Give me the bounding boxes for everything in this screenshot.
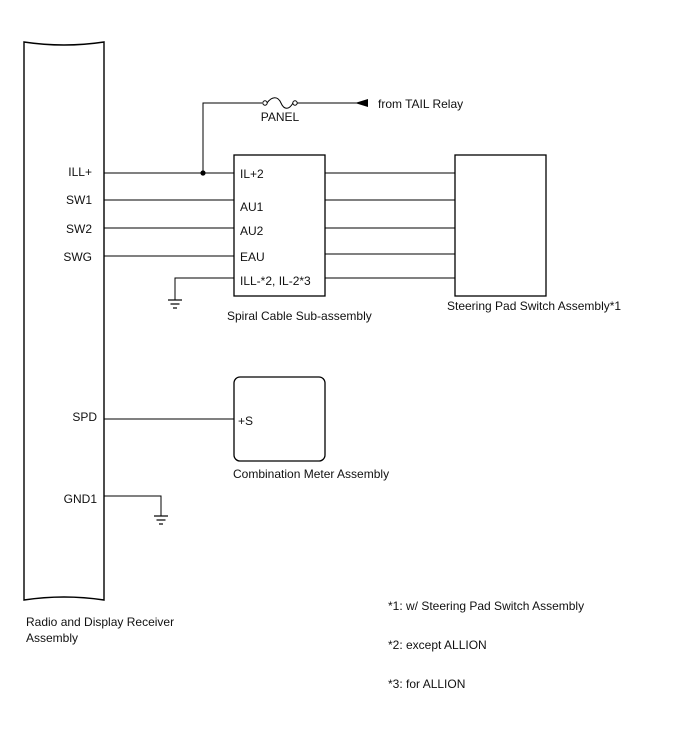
note-1: *1: w/ Steering Pad Switch Assembly: [388, 599, 584, 613]
wire-tail-feed: [202, 102, 262, 173]
pin-label-gnd1: GND1: [64, 492, 98, 506]
spiral-pin-au2: AU2: [240, 224, 264, 238]
wire-gnd1: [104, 495, 162, 516]
note-2: *2: except ALLION: [388, 638, 487, 652]
note-3: *3: for ALLION: [388, 677, 465, 691]
spiral-cable-label: Spiral Cable Sub-assembly: [227, 309, 372, 323]
ground-symbol-gnd1: [154, 515, 168, 525]
radio-unit-label-line1: Radio and Display Receiver: [26, 615, 174, 629]
ground-symbol-spiral: [168, 299, 182, 309]
fuse-symbol: [262, 97, 298, 109]
spiral-pin-eau: EAU: [240, 250, 265, 264]
combination-meter-box: [233, 376, 326, 462]
pin-label-ill-plus: ILL+: [68, 165, 92, 179]
meter-pin-s: +S: [238, 414, 253, 428]
steering-switch-label: Steering Pad Switch Assembly*1: [447, 299, 621, 313]
spiral-cable-box: [233, 154, 326, 297]
spiral-pin-au1: AU1: [240, 200, 264, 214]
pin-label-sw2: SW2: [66, 222, 92, 236]
pin-label-spd: SPD: [72, 410, 97, 424]
arrow-tail-relay: [355, 99, 368, 107]
radio-receiver-unit: [23, 41, 105, 601]
fuse-label: PANEL: [261, 110, 300, 124]
combination-meter-label: Combination Meter Assembly: [233, 467, 389, 481]
pin-label-sw1: SW1: [66, 193, 92, 207]
spiral-pin-ill-minus: ILL-*2, IL-2*3: [240, 274, 311, 288]
spiral-pin-il2: IL+2: [240, 167, 264, 181]
tail-relay-label: from TAIL Relay: [378, 97, 463, 111]
wire-ill-minus-ground: [174, 277, 234, 300]
pin-label-swg: SWG: [63, 250, 92, 264]
steering-switch-box: [454, 154, 547, 297]
radio-unit-label-line2: Assembly: [26, 631, 78, 645]
